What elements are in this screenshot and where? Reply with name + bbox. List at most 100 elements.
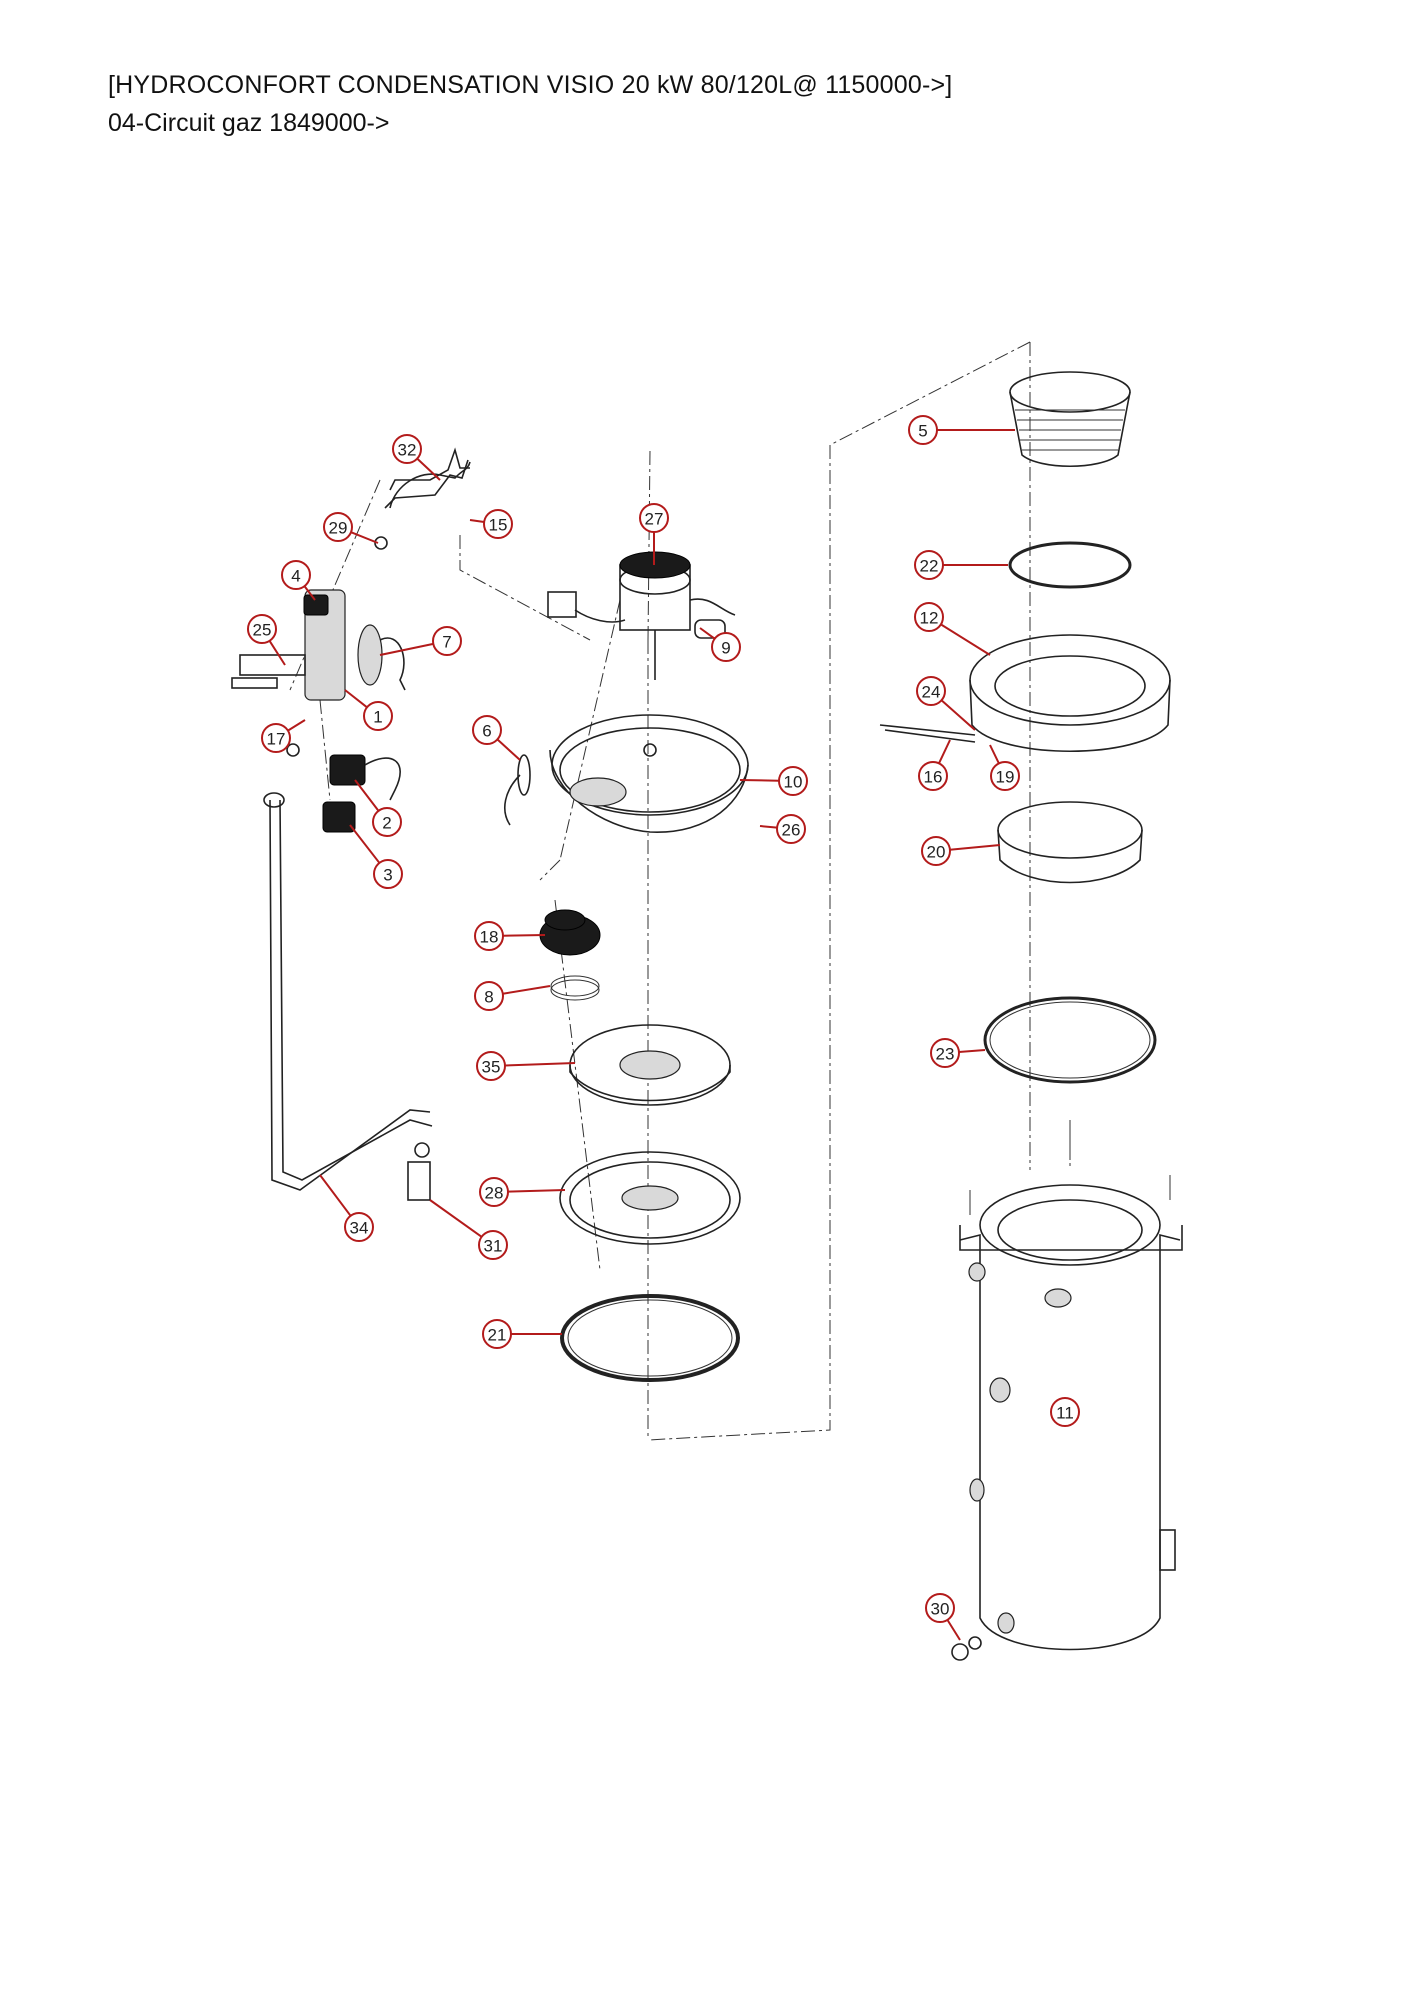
- callout-17: 17: [261, 719, 306, 753]
- callout-16: 16: [918, 739, 951, 791]
- callout-leader: [416, 457, 441, 481]
- callout-label: 20: [927, 843, 946, 862]
- callout-circle: [914, 550, 944, 580]
- callout-34: 34: [319, 1174, 374, 1242]
- callout-circle: [247, 614, 277, 644]
- callout-6: 6: [472, 715, 521, 761]
- callout-leader: [502, 934, 546, 937]
- gas-valve-assembly: [231, 461, 471, 833]
- callout-circle: [474, 921, 504, 951]
- actuator-disc: [357, 624, 383, 686]
- callout-30: 30: [925, 1593, 961, 1641]
- callout-4: 4: [281, 560, 316, 601]
- callout-leader: [349, 824, 381, 864]
- coil-2: [329, 754, 366, 786]
- callout-leader: [350, 531, 379, 544]
- callout-circle: [344, 1212, 374, 1242]
- combustion-chamber-parts: [879, 371, 1171, 1084]
- callout-28: 28: [479, 1177, 566, 1207]
- callout-29: 29: [323, 512, 379, 544]
- callout-32: 32: [392, 434, 441, 481]
- callout-circle: [639, 503, 669, 533]
- callout-leader: [504, 1062, 576, 1067]
- callout-label: 34: [350, 1219, 369, 1238]
- callout-label: 23: [936, 1045, 955, 1064]
- callout-leader: [496, 738, 521, 761]
- callout-label: 4: [291, 567, 300, 586]
- burner-discs: [559, 1024, 741, 1382]
- callout-9: 9: [699, 627, 741, 662]
- drawing-title: [HYDROCONFORT CONDENSATION VISIO 20 kW 8…: [108, 71, 953, 99]
- callout-label: 18: [480, 928, 499, 947]
- callout-circle: [478, 1230, 508, 1260]
- callout-circle: [908, 415, 938, 445]
- callout-label: 8: [484, 988, 493, 1007]
- callout-leader: [739, 779, 780, 782]
- callout-31: 31: [429, 1199, 508, 1260]
- callout-circle: [711, 632, 741, 662]
- callout-24: 24: [916, 676, 976, 731]
- callout-35: 35: [476, 1051, 576, 1081]
- callout-label: 11: [1056, 1404, 1074, 1423]
- gas-pipes: [263, 447, 470, 1201]
- water-tank: [951, 1130, 1183, 1661]
- callout-leader: [949, 844, 1001, 851]
- callout-label: 1: [373, 708, 382, 727]
- callout-23: 23: [930, 1038, 986, 1068]
- callout-15: 15: [469, 509, 513, 539]
- callout-label: 17: [267, 730, 286, 749]
- callout-circle: [1050, 1397, 1080, 1427]
- coil-3: [322, 801, 356, 833]
- callout-label: 26: [782, 821, 801, 840]
- callout-1: 1: [344, 689, 393, 731]
- coil-4-solid: [303, 594, 329, 616]
- callout-circle: [776, 814, 806, 844]
- callout-circle: [990, 761, 1020, 791]
- callout-label: 24: [922, 683, 941, 702]
- callout-leader: [319, 1174, 352, 1217]
- callout-circle: [925, 1593, 955, 1623]
- callout-circle: [372, 807, 402, 837]
- callout-label: 21: [488, 1326, 507, 1345]
- callout-8: 8: [474, 981, 551, 1011]
- callout-circle: [778, 766, 808, 796]
- callout-leader: [344, 689, 368, 709]
- callout-label: 10: [784, 773, 803, 792]
- callout-label: 22: [920, 557, 939, 576]
- callout-leader: [940, 699, 976, 731]
- callout-10: 10: [739, 766, 808, 796]
- callout-20: 20: [921, 836, 1001, 866]
- callout-leader: [429, 1199, 483, 1238]
- callout-leader: [469, 519, 485, 524]
- callout-leader: [379, 642, 434, 656]
- drawing-subtitle: 04-Circuit gaz 1849000->: [108, 109, 390, 137]
- callout-leader: [287, 719, 306, 732]
- callout-circle: [921, 836, 951, 866]
- callout-22: 22: [914, 550, 1008, 580]
- callout-circle: [432, 626, 462, 656]
- callout-circle: [918, 761, 948, 791]
- callout-leader: [268, 640, 286, 666]
- callout-label: 31: [484, 1237, 503, 1256]
- callout-leader: [699, 627, 716, 640]
- callout-21: 21: [482, 1319, 562, 1349]
- callout-circle: [914, 602, 944, 632]
- callout-label: 7: [442, 633, 451, 652]
- callout-11: 11: [1050, 1397, 1080, 1427]
- callout-circle: [323, 512, 353, 542]
- callout-circle: [916, 676, 946, 706]
- callout-leader: [938, 739, 951, 764]
- callout-leader: [507, 1189, 566, 1193]
- callout-circle: [261, 723, 291, 753]
- callout-label: 30: [931, 1600, 950, 1619]
- gas-valve-body: [304, 589, 346, 701]
- callout-2: 2: [354, 779, 402, 837]
- siphon-and-clamp: [539, 909, 601, 1001]
- callout-12: 12: [914, 602, 991, 656]
- callout-leader: [354, 779, 380, 812]
- fan-and-burner-cover: [504, 551, 749, 833]
- assembly-guide-lines: [289, 341, 1071, 1441]
- callout-label: 25: [253, 621, 272, 640]
